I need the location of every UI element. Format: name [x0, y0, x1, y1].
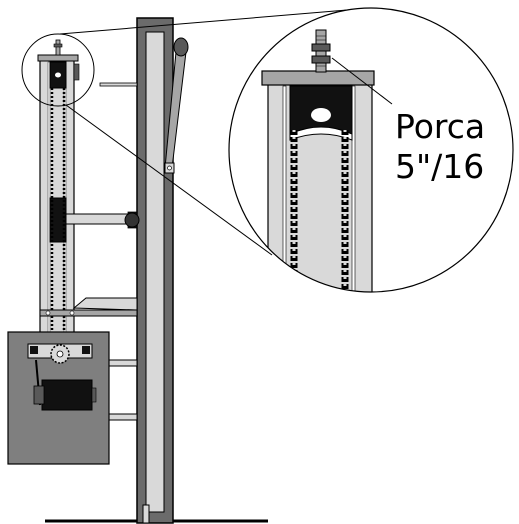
main-post	[136, 17, 174, 524]
magnify-source-circle	[21, 33, 95, 107]
platform-tray	[39, 297, 138, 317]
callout-leader	[331, 57, 393, 105]
zoom-line-top	[59, 7, 372, 35]
zoom-detail	[261, 29, 375, 292]
lower-rod-2	[108, 413, 138, 421]
nut-icon	[311, 29, 331, 73]
sprocket-icon	[50, 344, 70, 364]
lever-icon	[164, 37, 189, 174]
callout-label-line1: Porca	[395, 107, 485, 146]
zoom-line-bottom	[65, 104, 273, 256]
motor-box	[7, 331, 110, 465]
motor-icon	[33, 379, 97, 411]
middle-arm	[65, 211, 140, 229]
callout-label-line2: 5"/16	[395, 147, 484, 186]
zoom-circle-outline	[228, 7, 514, 293]
lower-rod-1	[108, 359, 138, 367]
top-rod	[99, 82, 138, 87]
